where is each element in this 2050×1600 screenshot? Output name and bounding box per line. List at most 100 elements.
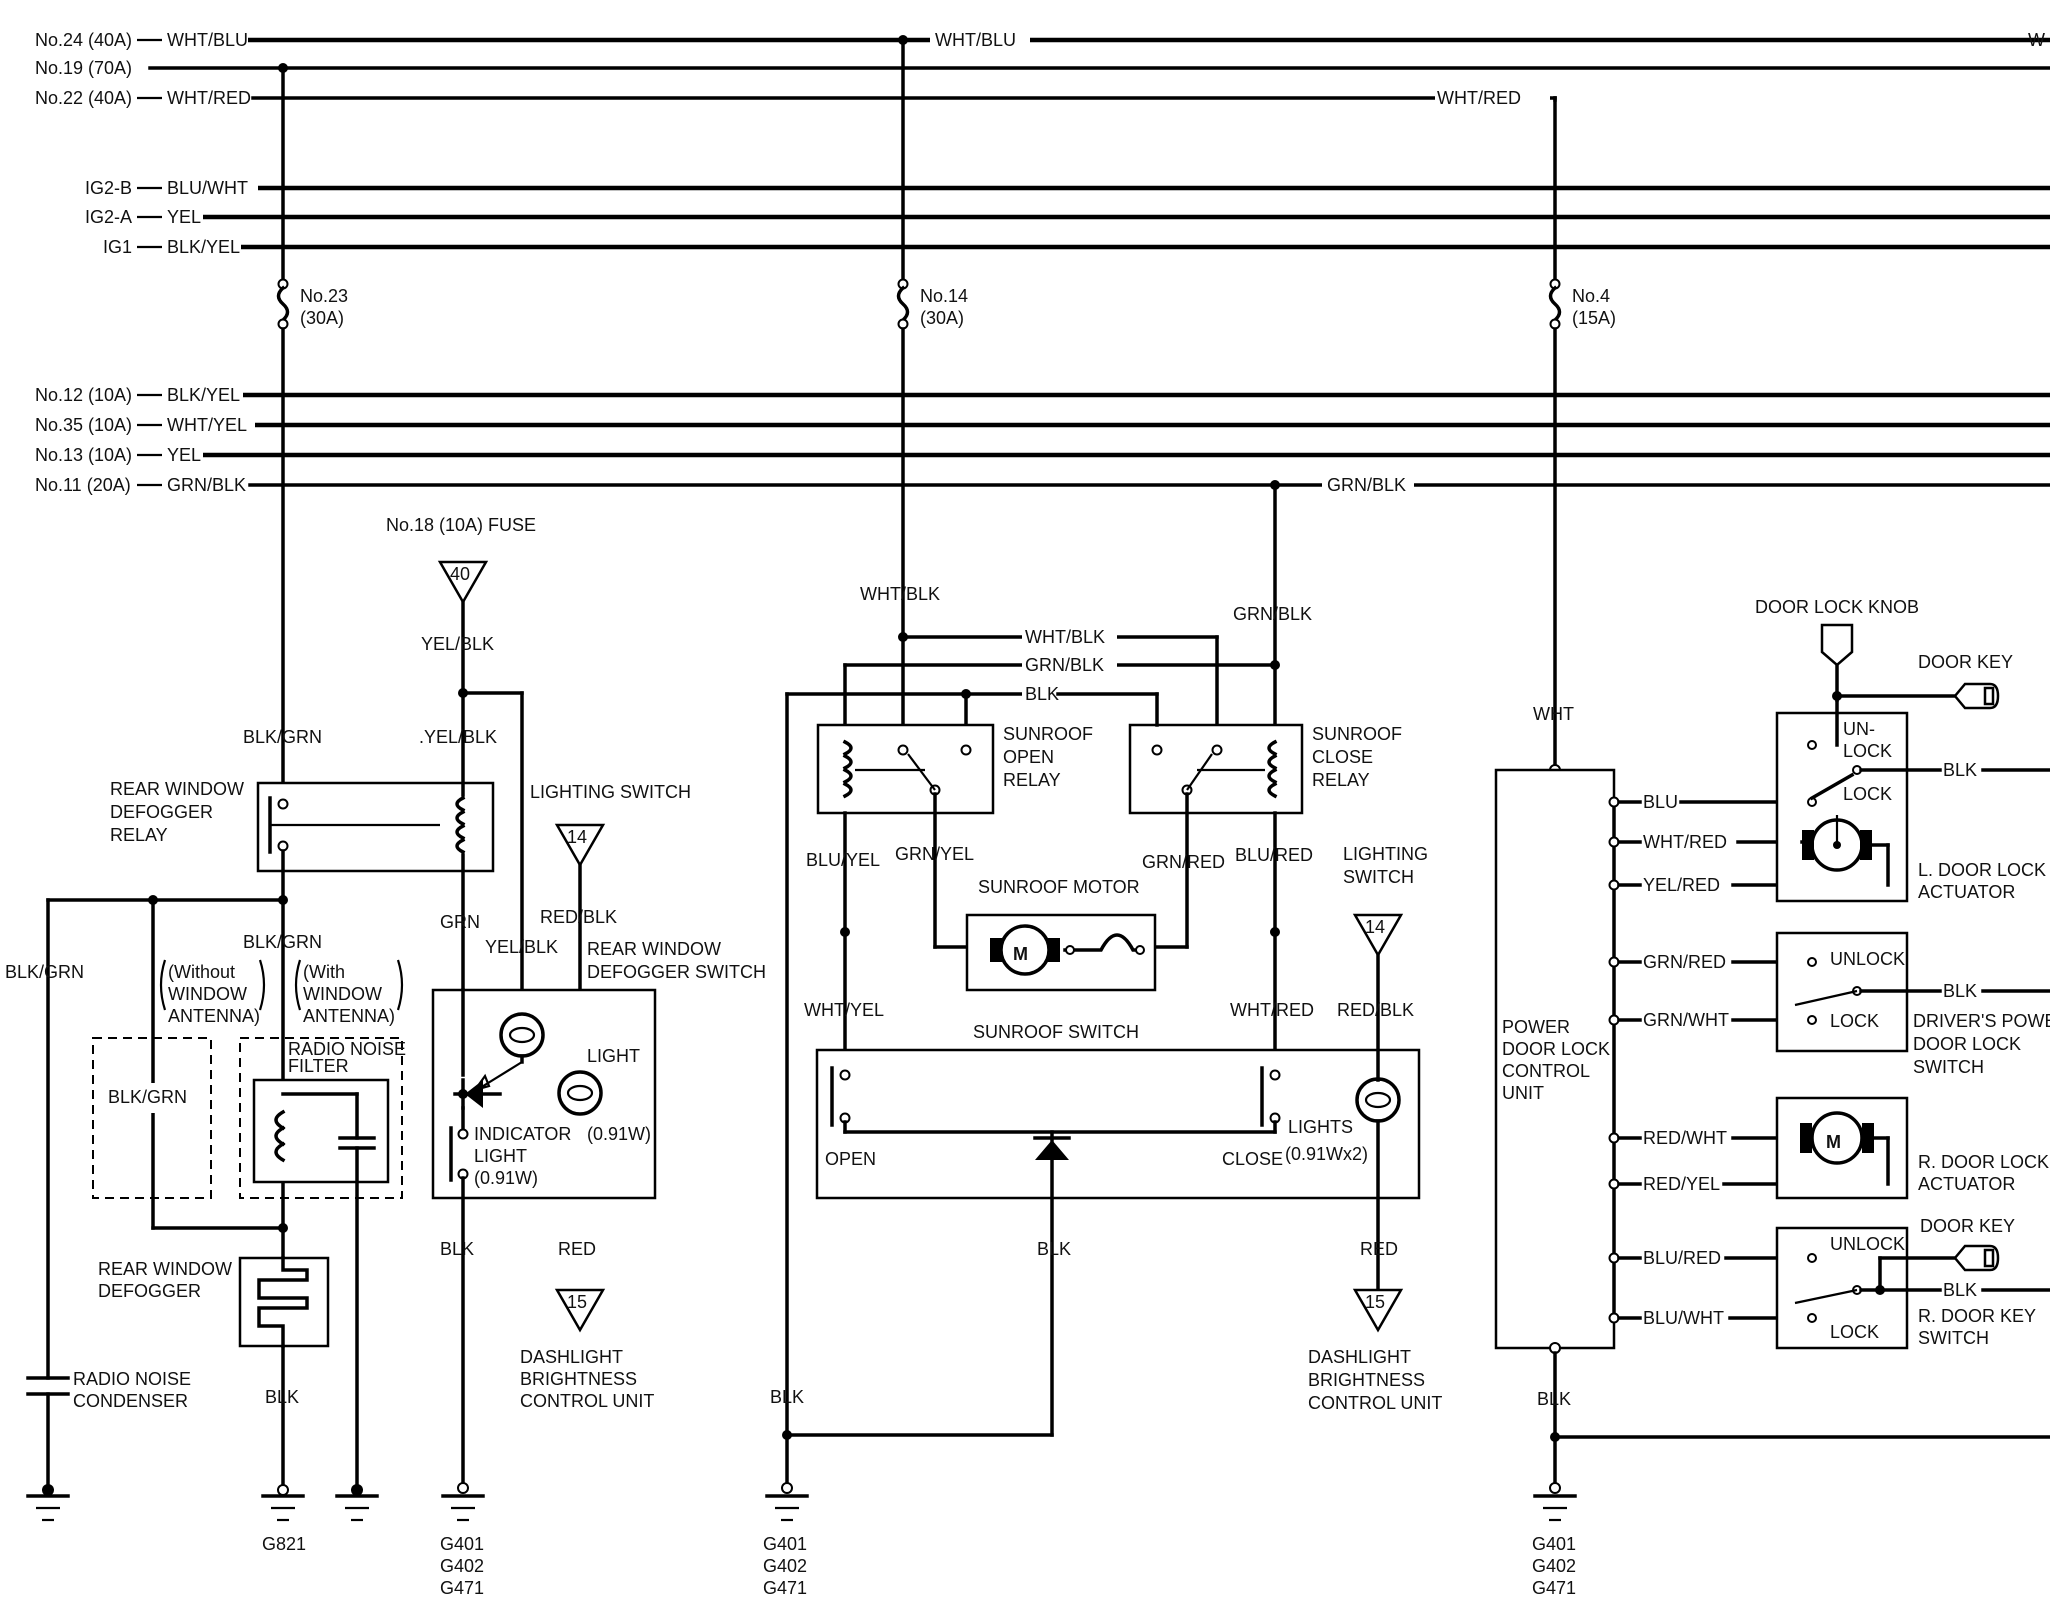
power-bus	[148, 37, 2050, 487]
bus-label-wht-blu: WHT/BLU	[935, 30, 1016, 50]
switch-label: LOCK	[1843, 741, 1892, 761]
wire-label: RED/WHT	[1643, 1128, 1727, 1148]
wire-label: BLK	[265, 1387, 299, 1407]
antenna-note: ANTENNA)	[303, 1006, 395, 1026]
antenna-note: (Without	[168, 962, 235, 982]
switch-title: SWITCH	[1913, 1057, 1984, 1077]
fuse-no23: No.23 (30A)	[276, 63, 348, 330]
lighting-switch-label: LIGHTING SWITCH	[530, 782, 691, 802]
sunroof-switch	[815, 1048, 1421, 1200]
relay-label: SUNROOF	[1003, 724, 1093, 744]
ground-label: G471	[763, 1578, 807, 1598]
motor-label: SUNROOF MOTOR	[978, 877, 1140, 897]
feed-label: No.19 (70A)	[35, 58, 132, 78]
bus-label-edge: W	[2028, 30, 2045, 50]
feed-label: No.12 (10A)	[35, 385, 132, 405]
wire-label: BLK	[1537, 1389, 1571, 1409]
lighting-label: LIGHTING	[1343, 844, 1428, 864]
dashlight-label: BRIGHTNESS	[1308, 1370, 1425, 1390]
switch-label: LOCK	[1830, 1322, 1879, 1342]
wire-label: RED/BLK	[540, 907, 617, 927]
wire-label: WHT/YEL	[804, 1000, 884, 1020]
sunroof-circuit: WHT/BLK WHT/BLK GRN/BLK GRN/BLK BLK SUNR…	[763, 327, 1442, 1598]
wire-label: YEL/BLK	[485, 937, 558, 957]
wire-label: GRN/YEL	[895, 844, 974, 864]
wire-label: WHT/BLK	[1025, 627, 1105, 647]
relay-label: SUNROOF	[1312, 724, 1402, 744]
feed-label: No.13 (10A)	[35, 445, 132, 465]
switch-title: SWITCH	[1918, 1328, 1989, 1348]
switch-position: OPEN	[825, 1149, 876, 1169]
wire-label: BLU	[1643, 792, 1678, 812]
feed-labels: No.24 (40A) WHT/BLU No.19 (70A) No.22 (4…	[35, 28, 2045, 495]
motor-symbol: M	[1013, 944, 1028, 964]
antenna-note: WINDOW	[303, 984, 382, 1004]
wire-label: BLK	[1943, 981, 1977, 1001]
key-label: DOOR KEY	[1918, 652, 2013, 672]
wire-label: GRN/WHT	[1643, 1010, 1729, 1030]
antenna-note: ANTENNA)	[168, 1006, 260, 1026]
feed-label: No.35 (10A)	[35, 415, 132, 435]
wire-label: BLK	[770, 1387, 804, 1407]
wire-label: BLK/GRN	[5, 962, 84, 982]
bus-label-wht-red: WHT/RED	[1437, 88, 1521, 108]
connector-number: 40	[450, 564, 470, 584]
switch-title: R. DOOR KEY	[1918, 1306, 2036, 1326]
light-label: LIGHT	[587, 1046, 640, 1066]
wire-label: GRN	[440, 912, 480, 932]
relay-label: CLOSE	[1312, 747, 1373, 767]
door-lock-circuit: WHT POWER DOOR LOCK CONTROL UNIT BLU WHT…	[1494, 327, 2050, 1598]
wire-label: WHT/RED	[1643, 832, 1727, 852]
ground-label: G821	[262, 1534, 306, 1554]
feed-wire: BLK/YEL	[167, 385, 240, 405]
feed-wire: BLU/WHT	[167, 178, 248, 198]
wire-label: BLK	[1943, 760, 1977, 780]
unit-label: CONTROL	[1502, 1061, 1590, 1081]
condenser-label: RADIO NOISE	[73, 1369, 191, 1389]
actuator-label: ACTUATOR	[1918, 1174, 2015, 1194]
switch-position: CLOSE	[1222, 1149, 1283, 1169]
feed-wire: WHT/RED	[167, 88, 251, 108]
wire-label: RED/YEL	[1643, 1174, 1720, 1194]
feed-label: IG1	[103, 237, 132, 257]
relay-label: OPEN	[1003, 747, 1054, 767]
dashlight-label: CONTROL UNIT	[1308, 1393, 1442, 1413]
radio-noise-filter-label: FILTER	[288, 1056, 349, 1076]
antenna-note: (With	[303, 962, 345, 982]
wire-label: BLK	[440, 1239, 474, 1259]
switch-title: DRIVER'S POWER	[1913, 1011, 2050, 1031]
connector-number: 14	[567, 827, 587, 847]
ground-label: G401	[763, 1534, 807, 1554]
power-door-lock-control-unit	[1494, 768, 1616, 1350]
switch-label: UNLOCK	[1830, 1234, 1905, 1254]
feed-wire: YEL	[167, 445, 201, 465]
connector-number: 15	[1365, 1292, 1385, 1312]
actuator-label: R. DOOR LOCK	[1918, 1152, 2049, 1172]
defogger-label: REAR WINDOW	[98, 1259, 232, 1279]
radio-noise-filter-label: RADIO NOISE	[288, 1039, 406, 1059]
fuse-name: No.23	[300, 286, 348, 306]
switch-label: UNLOCK	[1830, 949, 1905, 969]
wire-label: BLK	[1025, 684, 1059, 704]
rear-window-defogger-relay	[256, 781, 495, 873]
wire-label: WHT	[1533, 704, 1574, 724]
wire-label: BLK/GRN	[108, 1087, 187, 1107]
relay-label: RELAY	[110, 825, 168, 845]
connector-number: 14	[1365, 917, 1385, 937]
motor-symbol: M	[1826, 1132, 1841, 1152]
wire-label: BLK/GRN	[243, 727, 322, 747]
relay-label: REAR WINDOW	[110, 779, 244, 799]
knob-label: DOOR LOCK KNOB	[1755, 597, 1919, 617]
defogger-circuit: BLK/GRN REAR WINDOW DEFOGGER RELAY BLK/G…	[5, 327, 766, 1598]
wire-label: GRN/BLK	[1233, 604, 1312, 624]
feed-label: No.22 (40A)	[35, 88, 132, 108]
wire-label: BLK/GRN	[243, 932, 322, 952]
fuse-name: No.4	[1572, 286, 1610, 306]
fuse-rating: (15A)	[1572, 308, 1616, 328]
ground-label: G401	[1532, 1534, 1576, 1554]
unit-label: POWER	[1502, 1017, 1570, 1037]
key-label: DOOR KEY	[1920, 1216, 2015, 1236]
lights-label: (0.91Wx2)	[1285, 1144, 1368, 1164]
fuse-no14: No.14 (30A)	[896, 35, 968, 330]
feed-wire: WHT/BLU	[167, 30, 248, 50]
